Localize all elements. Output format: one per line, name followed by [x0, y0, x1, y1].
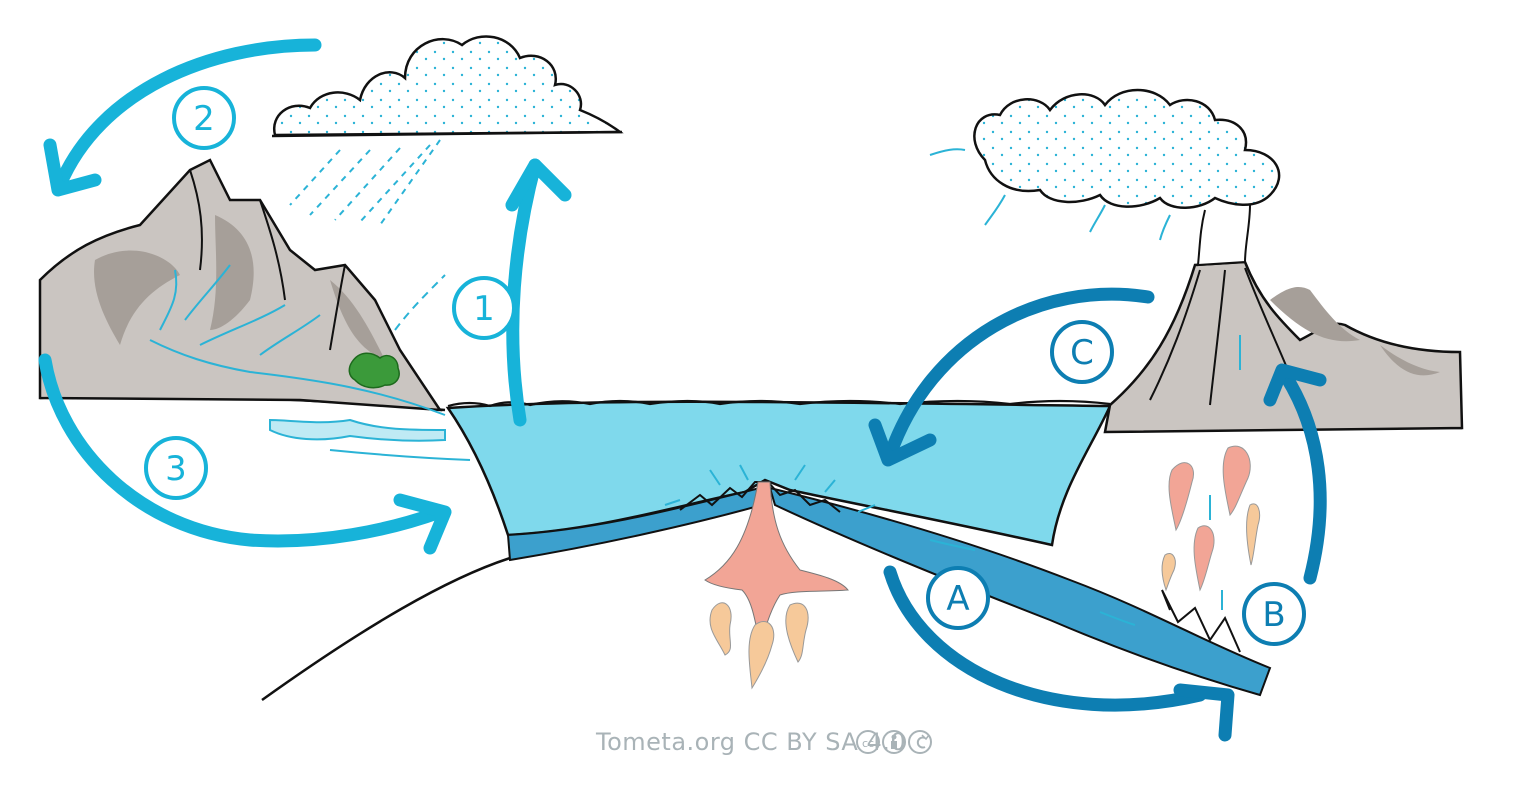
vegetation — [348, 352, 400, 389]
by-icon — [882, 730, 906, 754]
svg-text:cc: cc — [862, 737, 874, 750]
mid-ocean-ridge — [679, 481, 849, 647]
label-a-text: A — [946, 579, 969, 619]
label-1-text: 1 — [473, 289, 495, 329]
cycle-arrows-right — [868, 287, 1327, 742]
rain-cloud — [271, 35, 624, 138]
cycle-arrows-left — [38, 38, 572, 555]
credit-text: Tometa.org CC BY SA 4.0 — [595, 728, 906, 756]
ocean — [445, 399, 1112, 547]
magma-plumes — [709, 445, 1261, 690]
label-2-text: 2 — [193, 99, 215, 139]
label-b: B — [1242, 582, 1306, 646]
cc-icon: cc — [856, 730, 880, 754]
small-arrows — [394, 148, 1241, 626]
volcano — [1103, 204, 1464, 434]
oceanic-plate — [506, 486, 1272, 697]
sa-icon — [908, 730, 932, 754]
volcanic-cloud — [973, 88, 1281, 209]
rain — [289, 139, 441, 226]
label-c-text: C — [1070, 333, 1094, 373]
label-3: 3 — [144, 436, 208, 500]
label-3-text: 3 — [165, 449, 187, 489]
label-2: 2 — [172, 86, 236, 150]
label-c: C — [1050, 320, 1114, 384]
label-1: 1 — [452, 276, 516, 340]
credit-line: Tometa.org CC BY SA 4.0 cc — [595, 728, 932, 756]
label-a: A — [926, 566, 990, 630]
rivers — [149, 264, 471, 461]
label-b-text: B — [1262, 595, 1285, 635]
mountain-range — [38, 158, 443, 412]
